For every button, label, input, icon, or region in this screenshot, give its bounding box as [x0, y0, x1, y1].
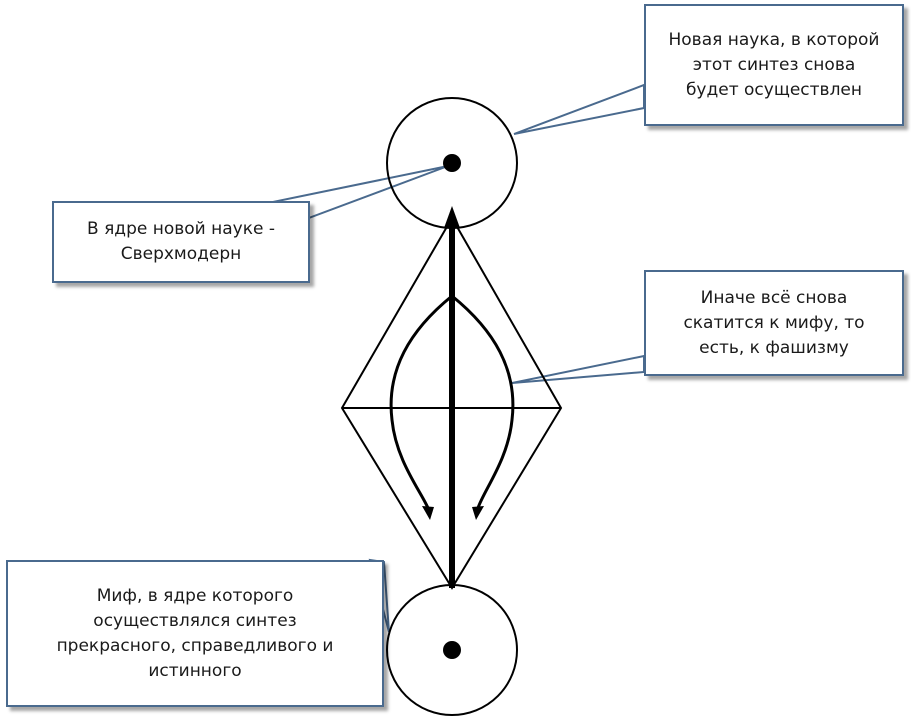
- callout-otherwise-myth-line-3: есть, к фашизму: [699, 337, 849, 358]
- bottom-circle-nucleus: [443, 641, 461, 659]
- callout-myth-synthesis-line-2: осуществлялся синтез: [93, 610, 297, 631]
- pointer-right-mid: [511, 354, 645, 384]
- left-curved-arrow: [389, 294, 453, 509]
- callout-core-supermodern: В ядре новой науке - Сверхмодерн: [52, 201, 310, 283]
- right-curved-arrow: [451, 294, 515, 509]
- callout-myth-synthesis: Миф, в ядре которого осуществлялся синте…: [6, 560, 384, 707]
- callout-otherwise-myth-line-2: скатится к мифу, то: [683, 312, 865, 333]
- callout-core-supermodern-line-2: Сверхмодерн: [120, 244, 242, 264]
- callout-new-science-line-3: будет осуществлен: [685, 79, 863, 100]
- callout-new-science: Новая наука, в которой этот синтез снова…: [644, 4, 904, 126]
- pointer-top-right: [513, 83, 645, 135]
- right-curved-arrow-head: [472, 506, 484, 520]
- callout-new-science-line-1: Новая наука, в которой: [668, 29, 880, 50]
- callout-myth-synthesis-line-4: истинного: [148, 660, 242, 681]
- top-circle-nucleus: [443, 154, 461, 172]
- callout-myth-synthesis-line-3: прекрасного, справедливого и: [56, 635, 334, 656]
- central-arrow-head: [444, 206, 460, 228]
- callout-otherwise-myth: Иначе всё снова скатится к мифу, то есть…: [644, 270, 904, 376]
- callout-otherwise-myth-line-1: Иначе всё снова: [700, 287, 848, 308]
- left-curved-arrow-head: [422, 506, 434, 520]
- callout-new-science-line-2: этот синтез снова: [692, 54, 856, 75]
- callout-core-supermodern-line-1: В ядре новой науке -: [87, 219, 275, 239]
- callout-myth-synthesis-line-1: Миф, в ядре которого: [96, 585, 294, 606]
